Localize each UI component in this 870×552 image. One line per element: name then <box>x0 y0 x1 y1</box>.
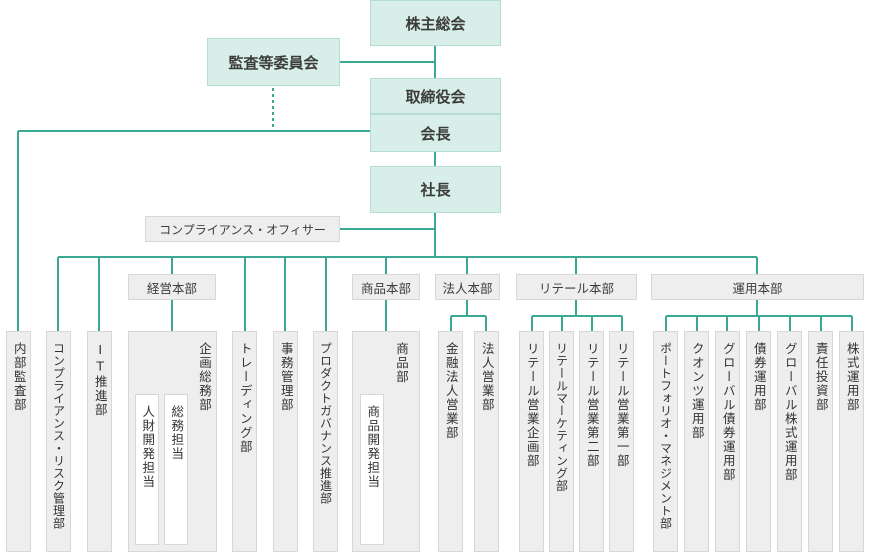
unit-personnel: 人財開発担当 <box>135 394 159 545</box>
dept-retail-planning-label: リテール営業企画部 <box>524 342 540 468</box>
dept-responsible-inv: 責任投資部 <box>808 331 833 552</box>
dept-global-bond: グローバル債券運用部 <box>715 331 740 552</box>
dept-product-governance-label: プロダクトガバナンス推進部 <box>318 342 333 505</box>
unit-product-dev: 商品開発担当 <box>360 394 384 545</box>
investment-division-box: 運用本部 <box>651 274 864 300</box>
retail-division-label: リテール本部 <box>538 280 614 296</box>
compliance-officer-box: コンプライアンス・オフィサー <box>145 216 340 242</box>
unit-product-dev-label: 商品開発担当 <box>365 405 381 489</box>
dept-corp-sales: 法人営業部 <box>474 331 499 552</box>
corporate-division-label: 法人本部 <box>442 280 493 296</box>
dept-internal-audit: 内部監査部 <box>6 331 31 552</box>
chairman-label: 会長 <box>420 124 451 143</box>
dept-products-label: 商品部 <box>394 342 409 384</box>
dept-product-governance: プロダクトガバナンス推進部 <box>313 331 338 552</box>
dept-equity: 株式運用部 <box>839 331 864 552</box>
dept-compliance-risk-label: コンプライアンス・リスク管理部 <box>51 342 66 530</box>
audit-committee-box: 監査等委員会 <box>207 38 340 86</box>
dept-retail-marketing: リテールマーケティング部 <box>549 331 574 552</box>
dept-retail-sales2-label: リテール営業第二部 <box>584 342 600 468</box>
dept-bond-label: 債券運用部 <box>751 342 767 412</box>
dept-financial-corp: 金融法人営業部 <box>438 331 463 552</box>
dept-portfolio-mgmt: ポートフォリオ・マネジメント部 <box>653 331 678 552</box>
corporate-division-box: 法人本部 <box>435 274 500 300</box>
dept-quants-label: クオンツ運用部 <box>689 342 705 440</box>
dept-retail-sales1: リテール営業第一部 <box>609 331 634 552</box>
dept-retail-planning: リテール営業企画部 <box>519 331 544 552</box>
president-box: 社長 <box>370 166 501 213</box>
unit-general-affairs-label: 総務担当 <box>169 405 185 461</box>
dept-retail-sales2: リテール営業第二部 <box>579 331 604 552</box>
dept-responsible-inv-label: 責任投資部 <box>813 342 829 412</box>
investment-division-label: 運用本部 <box>732 280 783 296</box>
dept-quants: クオンツ運用部 <box>684 331 709 552</box>
dept-financial-corp-label: 金融法人営業部 <box>443 342 459 440</box>
dept-trading: トレーディング部 <box>232 331 257 552</box>
president-label: 社長 <box>420 181 451 199</box>
compliance-officer-label: コンプライアンス・オフィサー <box>159 222 326 237</box>
dept-administration-label: 事務管理部 <box>278 342 294 412</box>
unit-personnel-label: 人財開発担当 <box>140 405 156 489</box>
dept-equity-label: 株式運用部 <box>844 342 860 412</box>
dept-administration: 事務管理部 <box>273 331 298 552</box>
dept-retail-sales1-label: リテール営業第一部 <box>614 342 630 468</box>
retail-division-box: リテール本部 <box>516 274 637 300</box>
board-label: 取締役会 <box>405 87 466 106</box>
dept-bond: 債券運用部 <box>746 331 771 552</box>
dept-portfolio-mgmt-label: ポートフォリオ・マネジメント部 <box>658 342 673 530</box>
board-box: 取締役会 <box>370 78 501 114</box>
shareholders-meeting-box: 株主総会 <box>370 0 501 46</box>
shareholders-meeting-label: 株主総会 <box>405 14 466 33</box>
dept-corp-sales-label: 法人営業部 <box>479 342 495 412</box>
products-division-label: 商品本部 <box>360 280 411 296</box>
dept-it: IT推進部 <box>87 331 112 552</box>
dept-it-label: IT推進部 <box>92 342 108 417</box>
dept-internal-audit-label: 内部監査部 <box>11 342 27 412</box>
dept-global-equity: グローバル株式運用部 <box>777 331 802 552</box>
products-division-box: 商品本部 <box>352 274 420 300</box>
management-division-label: 経営本部 <box>146 280 197 296</box>
dept-retail-marketing-label: リテールマーケティング部 <box>554 342 569 492</box>
dept-compliance-risk: コンプライアンス・リスク管理部 <box>46 331 71 552</box>
chairman-box: 会長 <box>370 114 501 152</box>
dept-planning-label: 企画総務部 <box>197 342 212 412</box>
management-division-box: 経営本部 <box>128 274 216 300</box>
dept-global-bond-label: グローバル債券運用部 <box>720 342 736 482</box>
dept-trading-label: トレーディング部 <box>237 342 253 454</box>
audit-committee-label: 監査等委員会 <box>228 53 319 72</box>
unit-general-affairs: 総務担当 <box>164 394 188 545</box>
dept-global-equity-label: グローバル株式運用部 <box>782 342 798 482</box>
